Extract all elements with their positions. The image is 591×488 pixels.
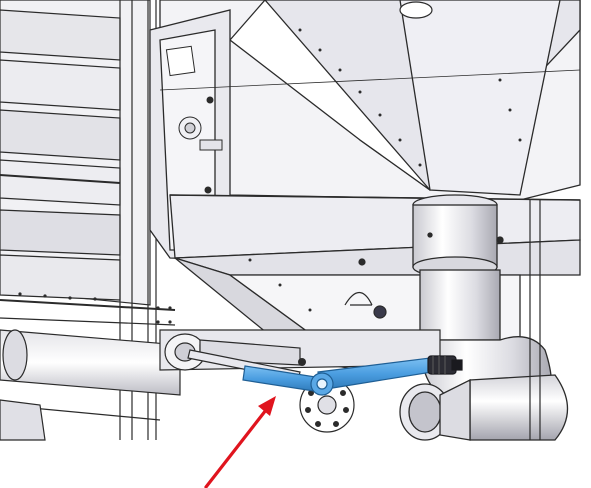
right-frame [529, 200, 541, 440]
red-pointer-arrow [204, 396, 276, 488]
top-port [399, 1, 433, 19]
lower-drum [0, 329, 181, 441]
adjustment-linkage-rod [187, 349, 463, 396]
pivot-bolt [298, 358, 306, 366]
left-frame [0, 0, 176, 440]
adjustment-slot [344, 258, 387, 319]
frame-bolts [18, 292, 172, 324]
outlet-pipe [399, 194, 568, 441]
inspection-window [165, 45, 223, 194]
hopper-housing [149, 0, 581, 371]
hopper-bolts [248, 28, 522, 337]
